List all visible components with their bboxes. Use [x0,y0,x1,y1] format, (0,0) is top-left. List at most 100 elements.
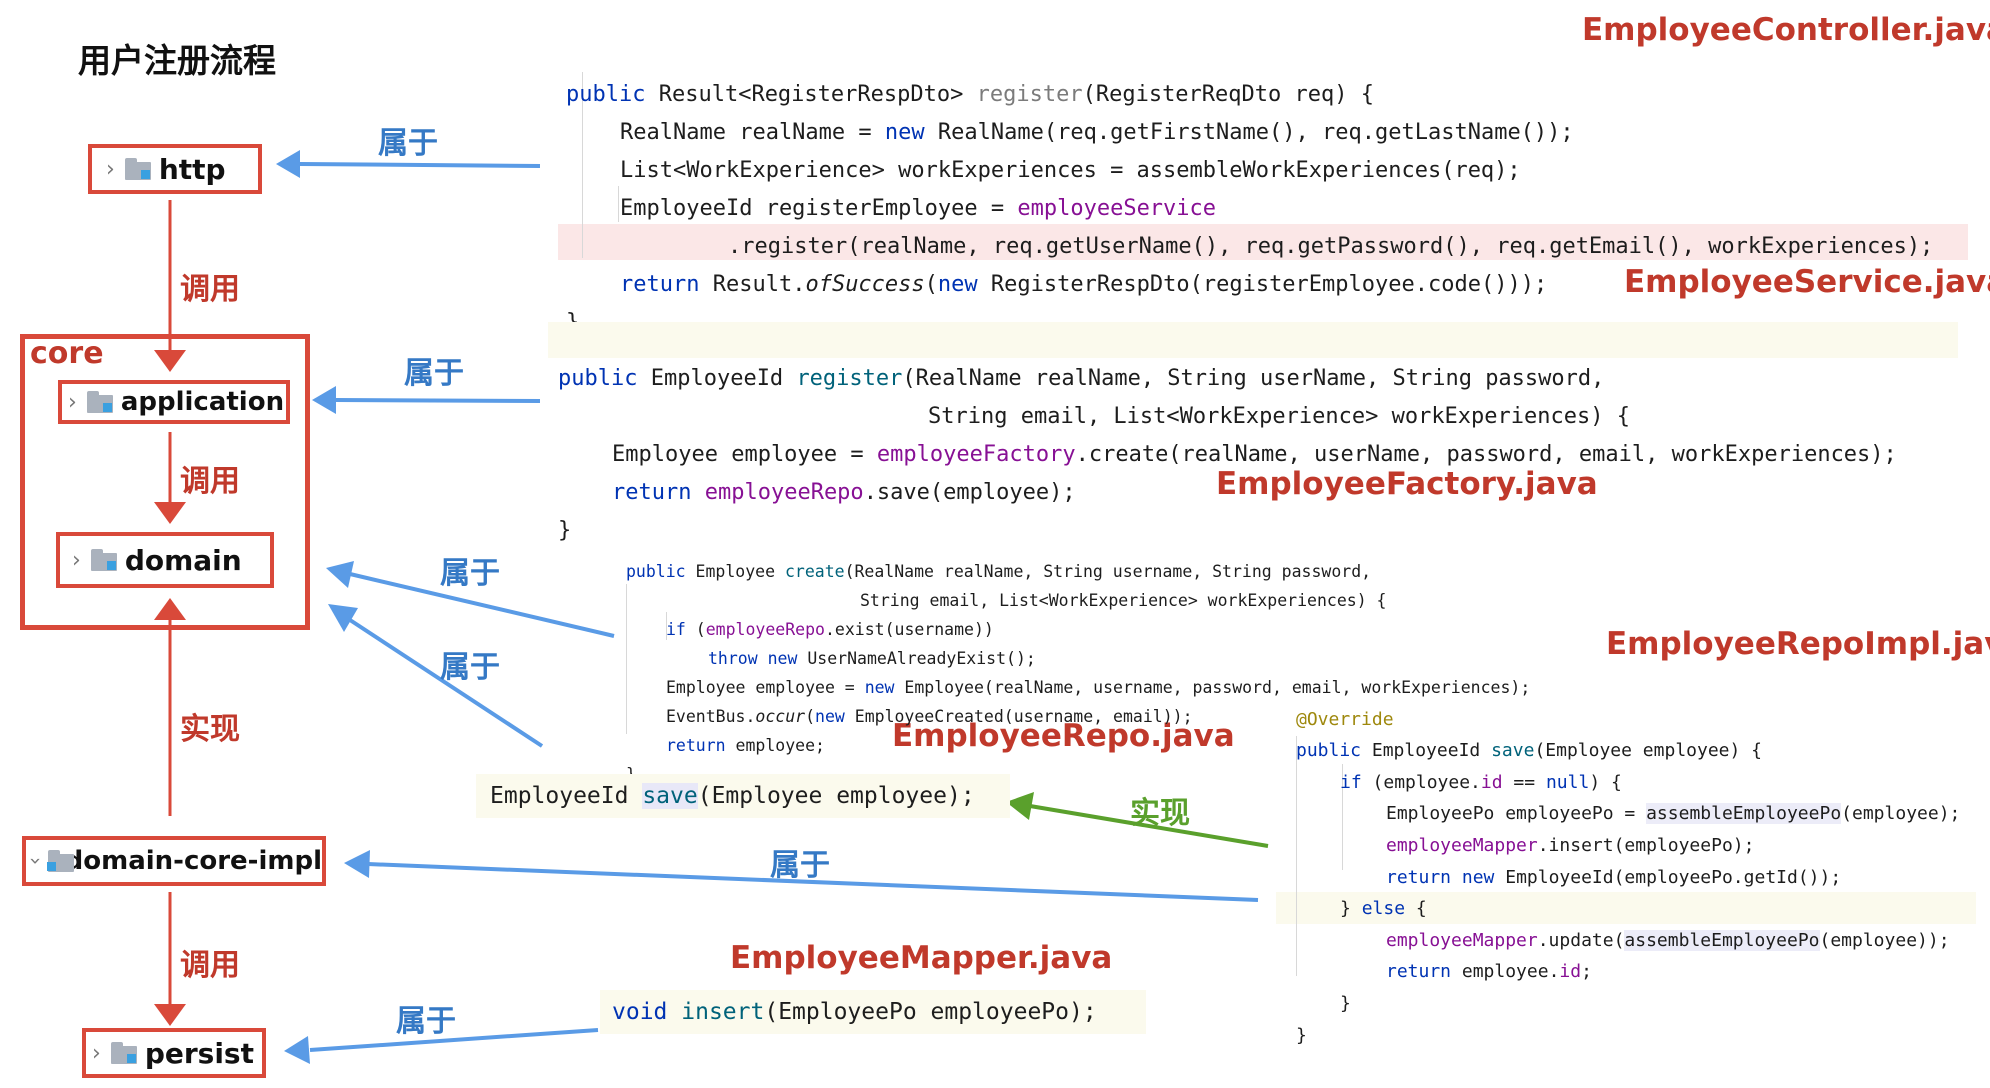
indent-guide [618,186,619,222]
code-line: Employee employee = employeeFactory.crea… [558,436,1897,474]
code-line: return Result.ofSuccess(new RegisterResp… [566,266,1933,304]
code-token: (RealName realName, String username, Str… [844,562,1372,581]
chevron-right-icon[interactable]: › [72,547,81,573]
code-token: null [1545,771,1590,793]
current-line-highlight [548,322,1958,358]
code-background [600,990,1146,1034]
code-token: public [566,82,646,107]
belongs-label-persist: 属于 [396,1004,456,1039]
code-token: EmployeeId [637,366,797,391]
code-token: register [976,82,1083,107]
chevron-right-icon[interactable]: › [92,1040,101,1066]
code-background [476,774,1010,818]
code-token: ofSuccess [805,272,925,297]
chevron-right-icon[interactable]: › [106,156,115,182]
code-token: (RealName realName, String userName, Str… [902,366,1605,391]
code-token: assembleEmployeePo [1646,803,1842,825]
diagram-title: 用户注册流程 [78,41,276,80]
package-persist[interactable]: › persist [82,1028,266,1078]
code-token: new [767,649,798,668]
code-line: return employeeRepo.save(employee); [558,474,1897,512]
code-token: EmployeeId [1361,740,1492,762]
code-token [1451,867,1462,888]
code-token: employee; [725,736,825,755]
package-label: http [158,152,226,186]
code-token [691,480,704,505]
code-line: List<WorkExperience> workExperiences = a… [620,158,1521,183]
package-domain[interactable]: › domain [56,532,274,588]
code-token: employeeRepo [704,480,864,505]
code-token: Result<RegisterRespDto> [645,82,977,107]
code-token: return [620,272,700,297]
code-token: return [666,736,726,755]
package-label: application [120,387,285,417]
code-token: == [1502,771,1546,793]
chevron-down-icon[interactable]: › [24,857,48,865]
code-block-repo: EmployeeId save(Employee employee); [490,780,975,812]
code-token: RealName realName = [620,120,885,145]
call-label-2: 调用 [180,464,240,499]
code-token: if [666,620,686,639]
code-line: } [1296,1024,1307,1046]
code-token: EmployeePo employeePo = [1386,803,1647,825]
package-http[interactable]: › http [88,144,262,194]
belongs-arrow-mapper-persist [284,1028,599,1064]
indent-guide [582,72,583,258]
belongs-arrow-repo-domain [328,604,544,748]
package-label: persist [144,1036,254,1070]
code-token: (employee. [1361,771,1481,793]
code-token: return [1386,866,1452,888]
code-token: new [884,120,925,145]
call-arrow-domaincoreimpl-persist [154,892,186,1026]
impl-arrow-repoimpl-repo [1006,792,1269,848]
chevron-right-icon[interactable]: › [68,389,77,415]
code-token: EventBus. [666,707,756,726]
indent-guide [666,612,667,640]
code-line: .register(realName, req.getUserName(), r… [728,234,1934,259]
code-line: String email, List<WorkExperience> workE… [860,591,1387,610]
code-token: public [626,562,686,581]
code-token: Employee employee = [666,678,865,697]
code-block-factory: public Employee create(RealName realName… [626,528,1530,818]
code-line: public EmployeeId register(RealName real… [558,360,1897,398]
code-block-service: public EmployeeId register(RealName real… [558,322,1897,588]
code-token: Employee employee = [612,442,877,467]
package-label: domain [124,543,242,577]
call-arrow-http-application [154,200,186,372]
code-token: (Employee employee) { [1534,740,1763,762]
folder-icon [46,850,74,872]
call-label-1: 调用 [180,272,240,307]
code-token: .create(realName, userName, password, em… [1075,442,1897,467]
indent-guide [1296,736,1297,976]
code-token: (employee); [1841,803,1961,825]
code-token: save [1491,740,1535,762]
code-token: save [642,783,698,809]
code-line: throw new UserNameAlreadyExist(); [626,644,1530,673]
indent-guide [1342,764,1343,870]
core-module-box [20,334,310,630]
file-label-factory: EmployeeFactory.java [1216,466,1598,502]
impl-label-repo: 实现 [1130,796,1190,831]
code-token: RealName(req.getFirstName(), req.getLast… [924,120,1574,145]
code-token: employeeFactory [876,442,1076,467]
code-token: .insert(employeePo); [1537,834,1755,856]
package-application[interactable]: › application [58,380,290,424]
belongs-arrow-repoimpl-domaincoreimpl [344,850,1259,902]
belongs-label-domain-core-impl: 属于 [770,848,830,883]
code-token: return [612,480,692,505]
code-token: id [1480,771,1503,793]
code-token: new [815,707,845,726]
package-domain-core-impl[interactable]: › domain-core-impl [22,836,326,886]
file-label-repo: EmployeeRepo.java [892,718,1235,754]
code-token: .exist(username)) [824,620,994,639]
belongs-label-application: 属于 [404,356,464,391]
code-line: } [558,518,572,543]
code-token: employeeRepo [705,620,825,639]
code-line: return new EmployeeId(employeePo.getId()… [1296,862,1960,894]
code-token: throw [708,649,758,668]
code-token: insert [681,999,765,1025]
folder-icon [90,549,117,571]
code-token: employeeMapper [1386,834,1538,856]
